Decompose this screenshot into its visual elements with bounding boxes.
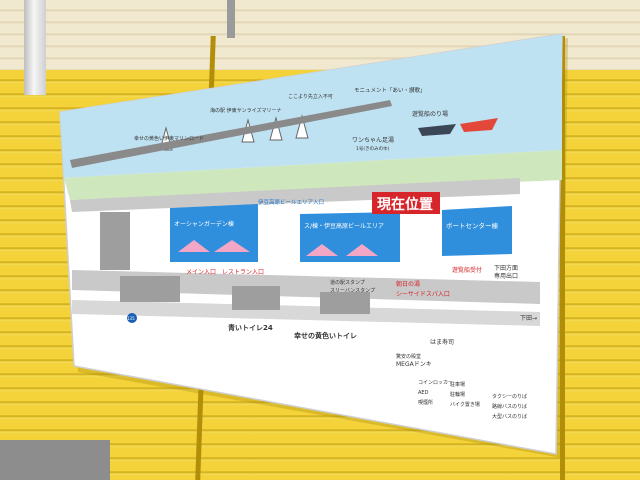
- label-mega-don: 驚安の殿堂: [396, 353, 421, 360]
- ocean-garden-building: [170, 204, 258, 262]
- label-marina: 海の駅 伊東サンライズマリーナ: [210, 107, 281, 114]
- label-seaside-spa: シーサイドスパ入口: [396, 291, 450, 298]
- label-beer-area: ス/棟・伊豆高原ビールエリア: [304, 222, 384, 230]
- label-mega-don2: MEGAドンキ: [396, 361, 432, 368]
- parking-area: [320, 292, 370, 314]
- pole: [227, 0, 235, 38]
- legend-bus: 路線バスのりば: [492, 403, 527, 410]
- label-restaurant-entrance: レストラン入口: [222, 269, 264, 276]
- road-lower: [72, 300, 540, 326]
- label-promenade: 幸せの黄色い伊東マリンロード: [134, 135, 204, 142]
- pier: [70, 100, 392, 168]
- legend-aed: AED: [418, 390, 429, 396]
- legend-parking: 駐車場: [450, 381, 465, 388]
- label-beer-entrance: 伊豆高原ビールエリア入口: [258, 198, 324, 206]
- legend: コインロッカー AED 喫煙所 駐車場 駐輪場 バイク置き場 タクシーのりば 路…: [418, 380, 527, 420]
- green-land: [64, 150, 562, 200]
- label-shimoda-exit: 下田方面: [494, 264, 518, 272]
- legend-smoking: 喫煙所: [418, 399, 433, 406]
- label-blue-toilet: 青いトイレ24: [228, 323, 273, 332]
- label-ferry-ticket: 遊覧船受付: [452, 266, 482, 274]
- label-yellow-toilet: 幸せの黄色いトイレ: [294, 331, 357, 340]
- label-main-entrance: メイン入口: [186, 269, 216, 276]
- label-ferry: 遊覧船のり場: [412, 110, 448, 118]
- parking-area: [232, 286, 280, 310]
- label-ocean-garden: オーシャンガーデン棟: [174, 220, 234, 228]
- legend-big-bus: 大型バスのりば: [492, 413, 527, 420]
- label-asahi-bath: 朝日の湯: [396, 280, 420, 288]
- label-route: 135: [127, 316, 135, 321]
- ferry-boats: [418, 118, 498, 136]
- road-top: [70, 178, 520, 212]
- label-monument: モニュメント「あい・讃歌」: [354, 86, 426, 94]
- legend-taxi: タクシーのりば: [492, 393, 527, 400]
- boat-center-building: [442, 206, 512, 256]
- current-location-box: [372, 192, 440, 214]
- parking-area: [120, 276, 180, 302]
- label-shimoda-direction: 下田→: [520, 315, 537, 322]
- wall-seam: [560, 36, 565, 480]
- legend-motorbike: バイク置き場: [450, 401, 480, 408]
- parking-area: [100, 212, 130, 270]
- ground: [0, 440, 110, 480]
- label-stamp2: スリーバンスタンプ: [330, 287, 375, 294]
- label-current-location: 現在位置: [377, 196, 433, 213]
- legend-coin-locker: コインロッカー: [418, 380, 453, 386]
- drain-pipe: [24, 0, 46, 95]
- legend-bicycle: 駐輪場: [450, 391, 465, 398]
- road-main: [72, 270, 540, 304]
- label-hama-sushi: はま寿司: [430, 338, 454, 346]
- label-dog-footbath-sub: 1号(きのみのゆ): [356, 146, 390, 152]
- label-no-entry: ここより先立入不可: [288, 93, 333, 100]
- label-boat-center: ボートセンター棟: [446, 221, 499, 230]
- shop-fronts: [178, 240, 378, 256]
- label-dog-footbath: ワンちゃん足湯: [352, 136, 394, 144]
- route-shield: [127, 313, 137, 323]
- label-stamp: 道の駅スタンプ: [330, 279, 365, 286]
- label-shimoda-exit2: 専用出口: [494, 272, 518, 280]
